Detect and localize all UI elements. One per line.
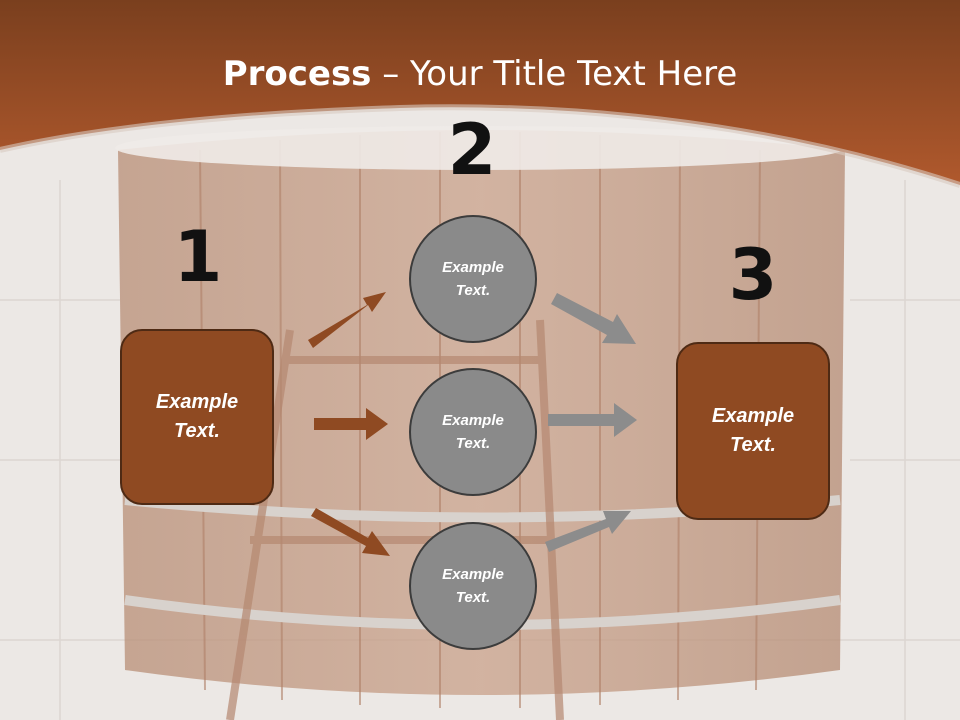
- arrow-middle-to-3: [548, 403, 637, 437]
- arrow-1-to-middle: [314, 408, 388, 440]
- arrow-1-to-top: [308, 292, 386, 348]
- arrow-top-to-3: [551, 293, 636, 344]
- step-3-box: Example Text.: [676, 342, 830, 520]
- arrow-1-to-bottom: [311, 508, 390, 556]
- step-2-circle-top: Example Text.: [409, 215, 537, 343]
- step-number-1: 1: [173, 216, 223, 298]
- arrow-bottom-to-3: [545, 511, 631, 552]
- step-2-circle-middle: Example Text.: [409, 368, 537, 496]
- step-2-circle-bottom: Example Text.: [409, 522, 537, 650]
- step-number-3: 3: [728, 234, 778, 316]
- step-1-box: Example Text.: [120, 329, 274, 505]
- title-rest-part: – Your Title Text Here: [371, 54, 738, 94]
- slide-title: Process – Your Title Text Here: [0, 52, 960, 96]
- title-bold-part: Process: [222, 54, 372, 94]
- step-number-2: 2: [447, 109, 497, 191]
